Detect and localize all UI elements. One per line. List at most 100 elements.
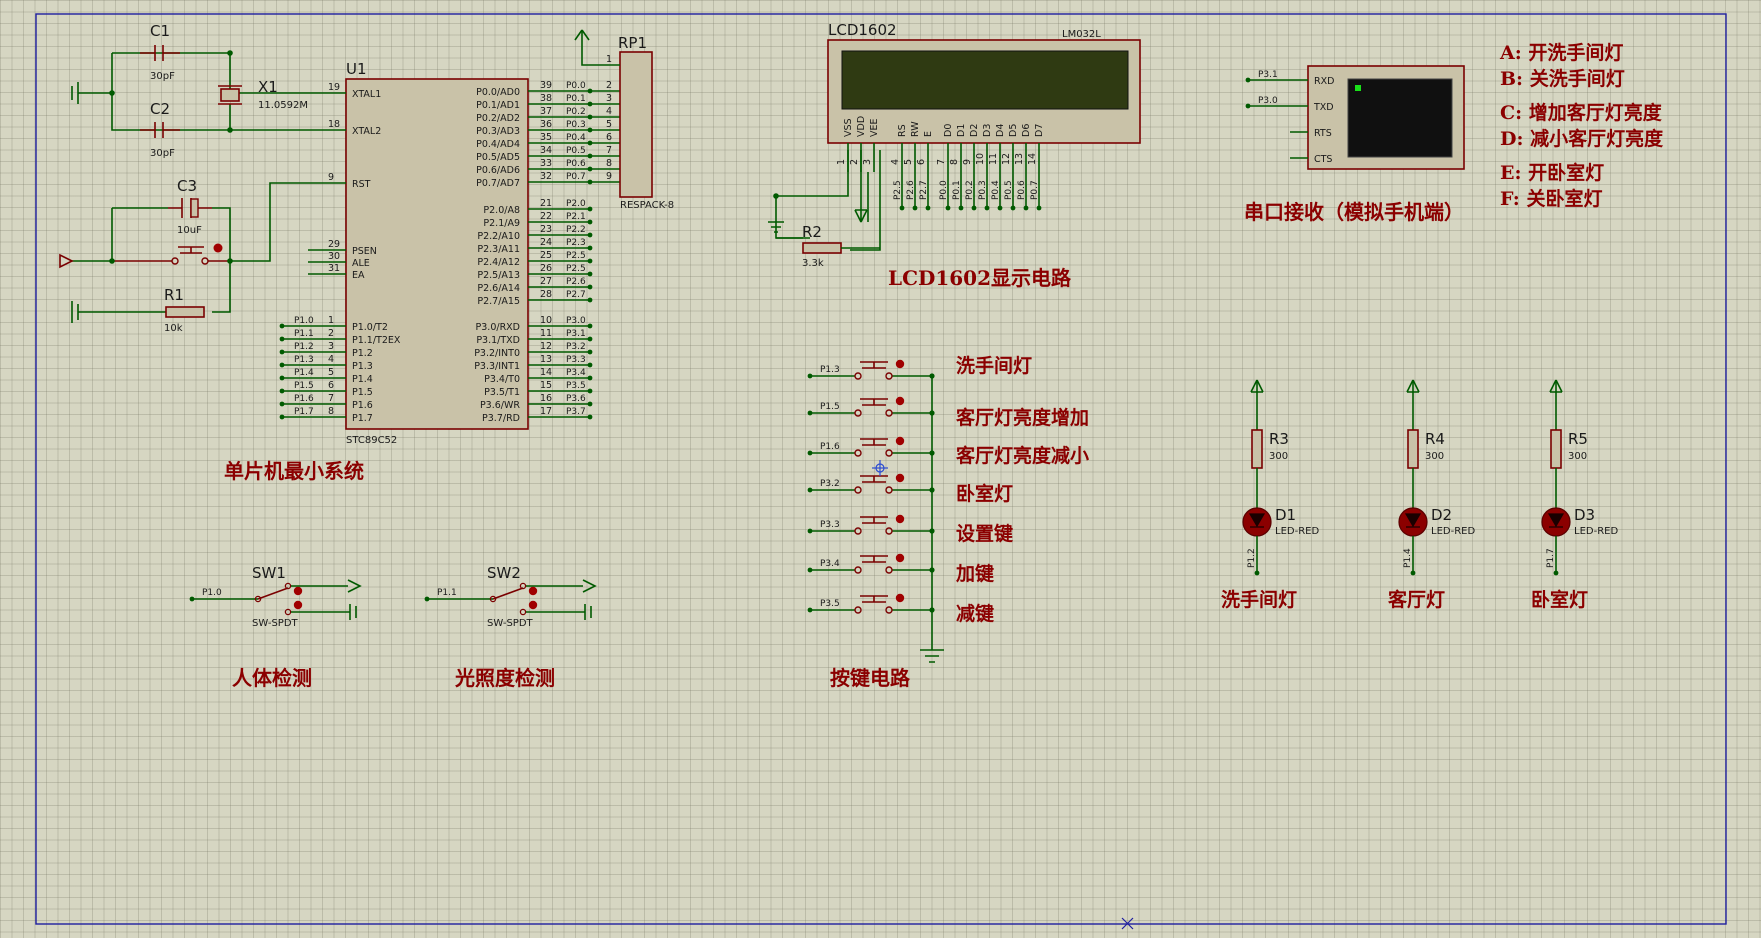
key-contact xyxy=(885,409,893,417)
resistor-r1[interactable]: R1 10k xyxy=(164,286,205,334)
lcd-pin-number: 10 xyxy=(975,153,986,165)
lcd-pin-name: VDD xyxy=(856,116,867,137)
led-resistor-ref: R4 xyxy=(1425,430,1445,448)
cursor-marker xyxy=(872,460,888,476)
r2-ref: R2 xyxy=(802,223,822,241)
key-net-label: P3.5 xyxy=(820,599,840,609)
led-part: LED-RED xyxy=(1574,526,1618,537)
mcu-pin-number: 21 xyxy=(540,198,552,209)
led-resistor xyxy=(1251,429,1263,469)
mcu-pin-number: 6 xyxy=(328,380,334,391)
reset-button[interactable] xyxy=(112,243,230,265)
p1-net-label: P1.3 xyxy=(294,355,314,365)
port-net-label: P0.2 xyxy=(566,107,586,117)
c1-ref: C1 xyxy=(150,22,170,40)
caption-keys: 按键电路 xyxy=(830,666,910,690)
origin-marker xyxy=(1121,917,1134,930)
command-key: C: xyxy=(1500,102,1523,124)
command-text: 关洗手间灯 xyxy=(1529,68,1625,90)
key-label: 洗手间灯 xyxy=(956,354,1032,377)
lcd-pin-name: D3 xyxy=(982,124,993,137)
port-net-label: P3.3 xyxy=(566,355,586,365)
port-net-label: P0.0 xyxy=(566,81,586,91)
rp1-part: RESPACK-8 xyxy=(620,200,674,211)
mcu-pin-name: XTAL2 xyxy=(352,126,381,137)
c3-ref: C3 xyxy=(177,177,197,195)
port-terminal xyxy=(587,336,593,342)
key-actuator xyxy=(860,516,888,524)
port-net-label: P2.5 xyxy=(566,264,586,274)
lcd-pin-name: D7 xyxy=(1034,124,1045,137)
c1-value: 30pF xyxy=(150,71,175,82)
port-net-label: P0.7 xyxy=(566,172,586,182)
switch-net-label: P1.0 xyxy=(202,588,222,598)
port-net-label: P2.6 xyxy=(566,277,586,287)
p1-net-label: P1.7 xyxy=(294,407,314,417)
mcu-pin-name: P1.2 xyxy=(352,348,373,359)
terminal-pin-name: RXD xyxy=(1314,76,1334,87)
mcu-body xyxy=(345,78,529,430)
mcu-pin-number: 10 xyxy=(540,315,552,326)
terminal-pin-name: CTS xyxy=(1314,154,1332,165)
lcd-terminal xyxy=(1023,205,1029,211)
crystal-x1[interactable]: X1 11.0592M xyxy=(218,78,308,111)
switch-ref: SW1 xyxy=(252,564,286,582)
mcu-pin-name: P2.7/A15 xyxy=(477,296,520,307)
led-part: LED-RED xyxy=(1275,526,1319,537)
port-net-label: P0.4 xyxy=(566,133,586,143)
led-ref: D3 xyxy=(1574,506,1595,524)
command-e: E: 开卧室灯 xyxy=(1500,160,1730,186)
diode-symbol-icon xyxy=(1547,513,1565,528)
lcd-pin-number: 7 xyxy=(936,159,947,165)
port-terminal xyxy=(587,349,593,355)
lcd1602-module[interactable]: LCD1602 LM032L VSS1VDD2VEE3RS4RW5E6D07D1… xyxy=(768,21,1141,269)
power-arrow-icon xyxy=(1406,379,1420,393)
mcu-left-pins: 19XTAL118XTAL29RST29PSEN30ALE31EA1P1.0/T… xyxy=(279,82,401,424)
lcd-pin-name: VSS xyxy=(843,118,854,137)
capacitor-c2[interactable]: C2 30pF xyxy=(140,100,180,159)
caption-human: 人体检测 xyxy=(232,666,312,690)
command-f: F: 关卧室灯 xyxy=(1500,186,1730,212)
key-contact xyxy=(885,527,893,535)
mcu-pin-number: 37 xyxy=(540,106,552,117)
key-actuator xyxy=(860,398,888,406)
mcu-pin-number: 14 xyxy=(540,367,552,378)
command-key: D: xyxy=(1500,128,1524,150)
lcd-part: LM032L xyxy=(1062,29,1101,40)
capacitor-c1[interactable]: C1 30pF xyxy=(140,22,180,82)
mcu-pin-name: P3.4/T0 xyxy=(484,374,520,385)
port-terminal xyxy=(587,323,593,329)
switch-indicator xyxy=(528,586,538,596)
rp1-pin-number: 5 xyxy=(606,119,612,130)
lcd-pin-number: 6 xyxy=(916,159,927,165)
led-resistor-ref: R3 xyxy=(1269,430,1289,448)
mcu-u1[interactable]: U1 STC89C52 19XTAL118XTAL29RST29PSEN30AL… xyxy=(279,60,620,446)
p1-terminal xyxy=(279,336,285,342)
capacitor-c3[interactable]: C3 10uF xyxy=(168,177,212,236)
lcd-terminal xyxy=(945,205,951,211)
lcd-terminal xyxy=(984,205,990,211)
key-net-label: P1.5 xyxy=(820,402,840,412)
battery-icon xyxy=(584,604,592,620)
resistor-r2[interactable]: R2 3.3k xyxy=(802,223,842,269)
rp1-pin-number: 3 xyxy=(606,93,612,104)
key-contact xyxy=(885,606,893,614)
mcu-pin-number: 4 xyxy=(328,354,334,365)
